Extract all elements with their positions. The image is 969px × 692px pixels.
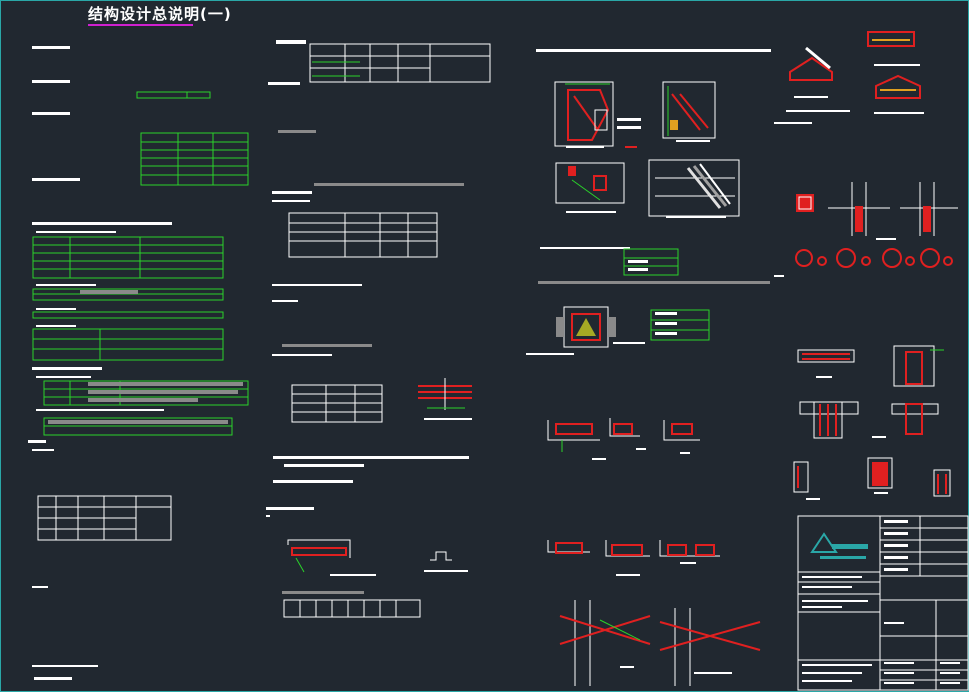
notes-column-second: [266, 40, 469, 517]
table-load: [136, 91, 211, 99]
notes-fills-left: [48, 290, 243, 424]
detail-column-beam-joint-2: [662, 81, 716, 142]
detail-column-beam-joint-1: [554, 81, 641, 148]
detail-column-circles: [795, 248, 953, 268]
detail-wall-sections: [796, 182, 958, 240]
table-steel-grades: [37, 495, 172, 541]
note-line-12: [28, 440, 46, 443]
detail-corbel: [555, 162, 625, 213]
note-line-2: [32, 80, 70, 83]
note-line-11: [36, 376, 91, 378]
section-header-bar: [536, 49, 771, 52]
note-line-13: [32, 449, 54, 451]
detail-beam-column-sections: [793, 345, 951, 500]
table-soil: [32, 328, 224, 361]
detail-beam-splice: [648, 159, 740, 218]
detail-rebar-anchor: [418, 378, 472, 420]
table-foundation: [32, 311, 224, 319]
detail-opening-reinforcement: [526, 306, 710, 355]
table-seismic: [140, 132, 249, 186]
note-line-10: [32, 367, 102, 370]
note-line-16: [34, 677, 72, 680]
notes-fills-second: [278, 130, 464, 594]
table-materials: [43, 380, 249, 406]
note-line-4: [32, 178, 80, 181]
notes-tables-left: [32, 91, 249, 436]
detail-beam-bends: [774, 31, 924, 124]
company-logo: [810, 532, 838, 553]
table-anchorage: [288, 212, 438, 258]
title-block: [797, 515, 969, 691]
note-line-6: [36, 231, 116, 233]
note-line-7: [36, 284, 96, 286]
notes-column-left: [28, 46, 172, 680]
note-column-circles: [774, 275, 784, 277]
tables-second-column: [283, 43, 491, 618]
table-environment: [32, 236, 224, 279]
note-line-15: [32, 665, 98, 667]
note-line-9: [36, 325, 76, 327]
note-line-17: [36, 409, 164, 411]
note-line-3: [32, 112, 70, 115]
table-inner-green: [312, 61, 360, 77]
table-lap: [283, 599, 421, 618]
detail-edge-beams: [547, 418, 700, 460]
table-concrete-grades: [309, 43, 491, 83]
title-underline: [88, 24, 193, 26]
detail-beam-lap: [287, 539, 468, 576]
detail-slab-steps: [547, 540, 720, 576]
detail-notes-mid: [538, 247, 770, 284]
note-line-14: [32, 586, 48, 588]
detail-diagonal-bracing: [559, 600, 761, 686]
drawing-title: 结构设计总说明(一): [88, 5, 232, 23]
note-line-1: [32, 46, 70, 49]
note-line-8: [36, 308, 76, 310]
note-line-5: [32, 222, 172, 225]
